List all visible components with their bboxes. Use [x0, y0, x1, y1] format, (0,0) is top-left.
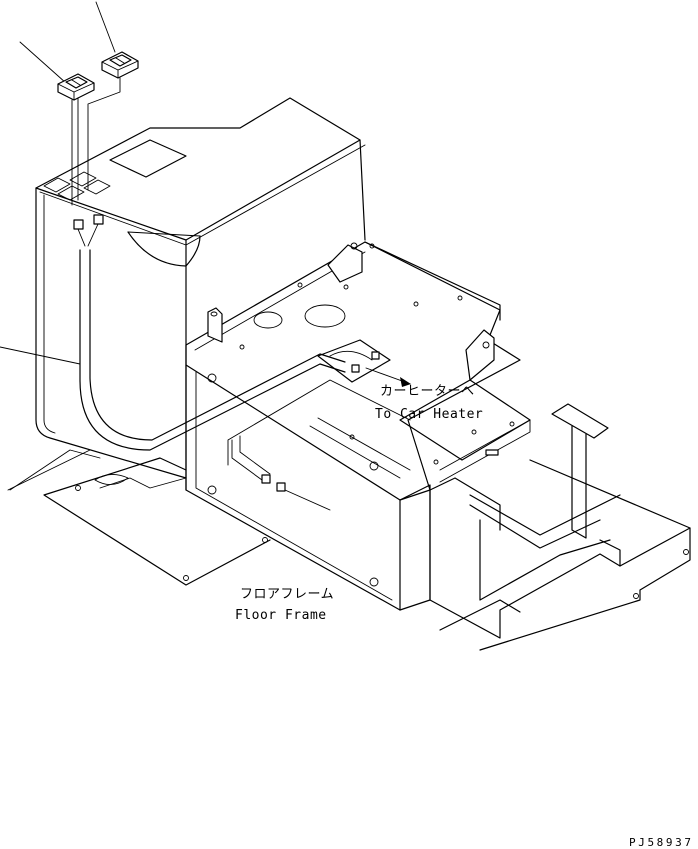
wire-harness: [79, 249, 346, 511]
rocker-switch-left: [57, 73, 95, 101]
switch-wires: [71, 77, 121, 206]
heater-outlet: [317, 339, 391, 383]
floor-frame-plate: [9, 449, 271, 586]
car-heater-label-en: To Car Heater: [375, 407, 483, 422]
rocker-switch-right: [101, 51, 139, 79]
console-body: [35, 97, 366, 491]
floor-frame-label-jp: フロアフレーム: [240, 587, 334, 602]
floor-frame-label-en: Floor Frame: [235, 608, 327, 623]
heater-plate: [399, 379, 531, 483]
floor-frame-box: [185, 241, 521, 611]
car-heater-arrow: [365, 367, 411, 387]
drawing-code: PJ58937: [629, 836, 694, 849]
side-stand: [429, 403, 691, 651]
car-heater-label-jp: カーヒーターへ: [380, 384, 475, 399]
leader-lines: [0, 1, 116, 491]
